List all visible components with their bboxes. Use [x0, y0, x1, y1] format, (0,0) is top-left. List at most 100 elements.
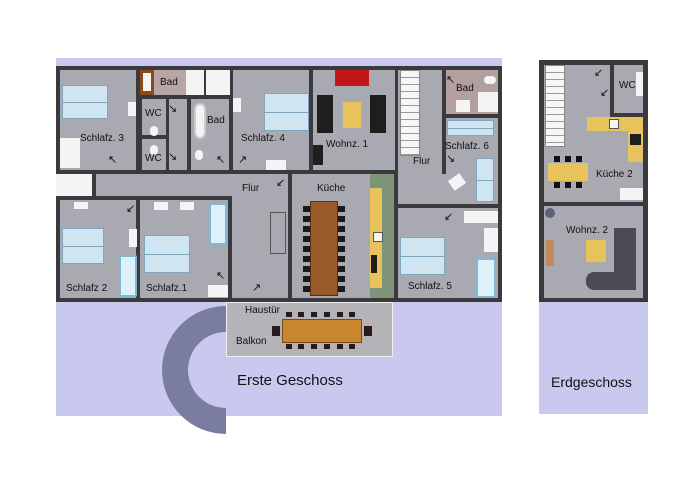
kueche2-cabinet — [620, 188, 643, 200]
schlafz1-nightstand — [180, 202, 194, 210]
ground-staircase[interactable] — [545, 65, 565, 147]
wohnz2-plant — [545, 208, 555, 218]
wohnz1-black-sofa-left — [317, 95, 333, 133]
door-arrow-icon: ↙ — [594, 67, 604, 79]
bed-schlafz6-top — [447, 120, 494, 136]
balcony-chair — [311, 344, 317, 349]
label-wc-upper: WC — [145, 108, 162, 119]
label-schlafz2: Schlafz 2 — [66, 283, 108, 294]
wc-ground-toilet — [636, 72, 643, 96]
schlafz5-wardrobe — [476, 258, 496, 298]
balcony-chair — [298, 312, 304, 317]
label-schlafz5: Schlafz. 5 — [408, 281, 452, 292]
door-arrow-icon: ↖ — [216, 270, 226, 282]
label-schlafz1: Schlafz.1 — [146, 283, 188, 294]
bed-schlafz4 — [264, 93, 309, 131]
schlafz3-nightstand — [128, 102, 136, 116]
bed-schlafz5 — [400, 237, 445, 275]
bed-schlafz6-side — [476, 158, 494, 202]
door-arrow-icon: ↙ — [276, 177, 286, 189]
wohnz2-shelf — [546, 240, 554, 266]
bad-right-sink — [456, 100, 470, 112]
label-flur-right: Flur — [413, 156, 431, 167]
kueche-chairs-left — [303, 206, 310, 292]
label-wohnz2: Wohnz. 2 — [566, 225, 609, 236]
label-bad-mid: Bad — [207, 115, 225, 126]
balcony-chair — [349, 344, 355, 349]
door-arrow-icon: ↖ — [446, 74, 456, 86]
balcony-chair — [286, 312, 292, 317]
bad-mid-fixture — [206, 70, 230, 95]
kueche2-sink — [609, 119, 619, 129]
label-balkon: Balkon — [236, 336, 267, 347]
kueche2-table — [548, 163, 588, 181]
left-notch — [56, 174, 92, 196]
flur-cabinet — [270, 212, 286, 254]
room-flur-right — [398, 174, 458, 204]
schlafz4-nightstand — [233, 98, 241, 112]
kueche-long-table — [310, 201, 338, 296]
wohnz1-coffee-table — [343, 102, 361, 128]
label-schlafz6: Schlafz. 6 — [445, 141, 489, 152]
door-arrow-icon: ↗ — [238, 154, 248, 166]
schlafz2-nightstand — [129, 229, 137, 247]
bad-right-toilet — [484, 76, 496, 84]
kueche2-fridge — [630, 134, 641, 145]
balcony-chair — [311, 312, 317, 317]
upper-floor-title: Erste Geschoss — [237, 372, 343, 389]
wohnz2-sofa-base — [586, 272, 636, 290]
label-haustuer: Haustür — [245, 305, 281, 316]
bed-schlafz1 — [144, 235, 190, 273]
balcony-chair — [324, 312, 330, 317]
kueche2-chairs-top — [554, 156, 584, 162]
label-wc-ground: WC — [619, 80, 636, 91]
balcony-chair-end — [272, 326, 280, 336]
door-arrow-icon: ↘ — [168, 151, 178, 163]
label-bad-right: Bad — [456, 83, 474, 94]
balcony-chair-end — [364, 326, 372, 336]
upper-staircase[interactable] — [400, 70, 420, 156]
label-schlafz4: Schlafz. 4 — [241, 133, 285, 144]
door-arrow-icon: ↗ — [252, 282, 262, 294]
wohnz2-rug — [586, 240, 606, 262]
label-flur-left: Flur — [242, 183, 260, 194]
schlafz2-nightstand — [74, 202, 88, 209]
label-wc-lower: WC — [145, 153, 162, 164]
wohnz1-red-sofa — [335, 70, 369, 86]
schlafz1-wardrobe — [209, 203, 227, 245]
balcony-chair — [286, 344, 292, 349]
bad-right-shower — [478, 92, 498, 112]
label-kueche2: Küche 2 — [596, 169, 633, 180]
door-arrow-icon: ↖ — [108, 154, 118, 166]
schlafz2-wardrobe — [119, 255, 137, 297]
balcony-chair — [324, 344, 330, 349]
label-bad-top: Bad — [160, 77, 178, 88]
ground-floor-title: Erdgeschoss — [551, 374, 632, 390]
label-wohnz1: Wohnz. 1 — [326, 139, 369, 150]
wc-toilet — [150, 126, 158, 136]
balcony-chair — [337, 344, 343, 349]
label-kueche: Küche — [317, 183, 346, 194]
door-arrow-icon: ↙ — [444, 211, 454, 223]
door-arrow-icon: ↘ — [446, 153, 456, 165]
wohnz1-black-sofa-right — [370, 95, 386, 133]
kueche-chairs-right — [338, 206, 345, 292]
kueche2-chairs-bottom — [554, 182, 584, 188]
room-wc-corridor — [169, 99, 187, 170]
kueche-stove — [373, 232, 383, 242]
balcony-chair — [349, 312, 355, 317]
door-arrow-icon: ↙ — [126, 203, 136, 215]
door-arrow-icon: ↘ — [168, 103, 178, 115]
wc-toilet — [150, 145, 158, 155]
schlafz3-wardrobe — [60, 138, 80, 168]
bad-top-sink — [143, 73, 151, 91]
label-schlafz3: Schlafz. 3 — [80, 133, 124, 144]
bad-mid-toilet — [195, 150, 203, 160]
bad-mid-bathtub — [194, 103, 206, 139]
bad-top-fixture — [186, 70, 204, 95]
balcony-chair — [337, 312, 343, 317]
kueche-fridge — [371, 255, 377, 273]
room-flur-vertical — [232, 174, 288, 298]
balcony-table — [282, 319, 362, 343]
ground-floor-yard — [539, 300, 648, 414]
